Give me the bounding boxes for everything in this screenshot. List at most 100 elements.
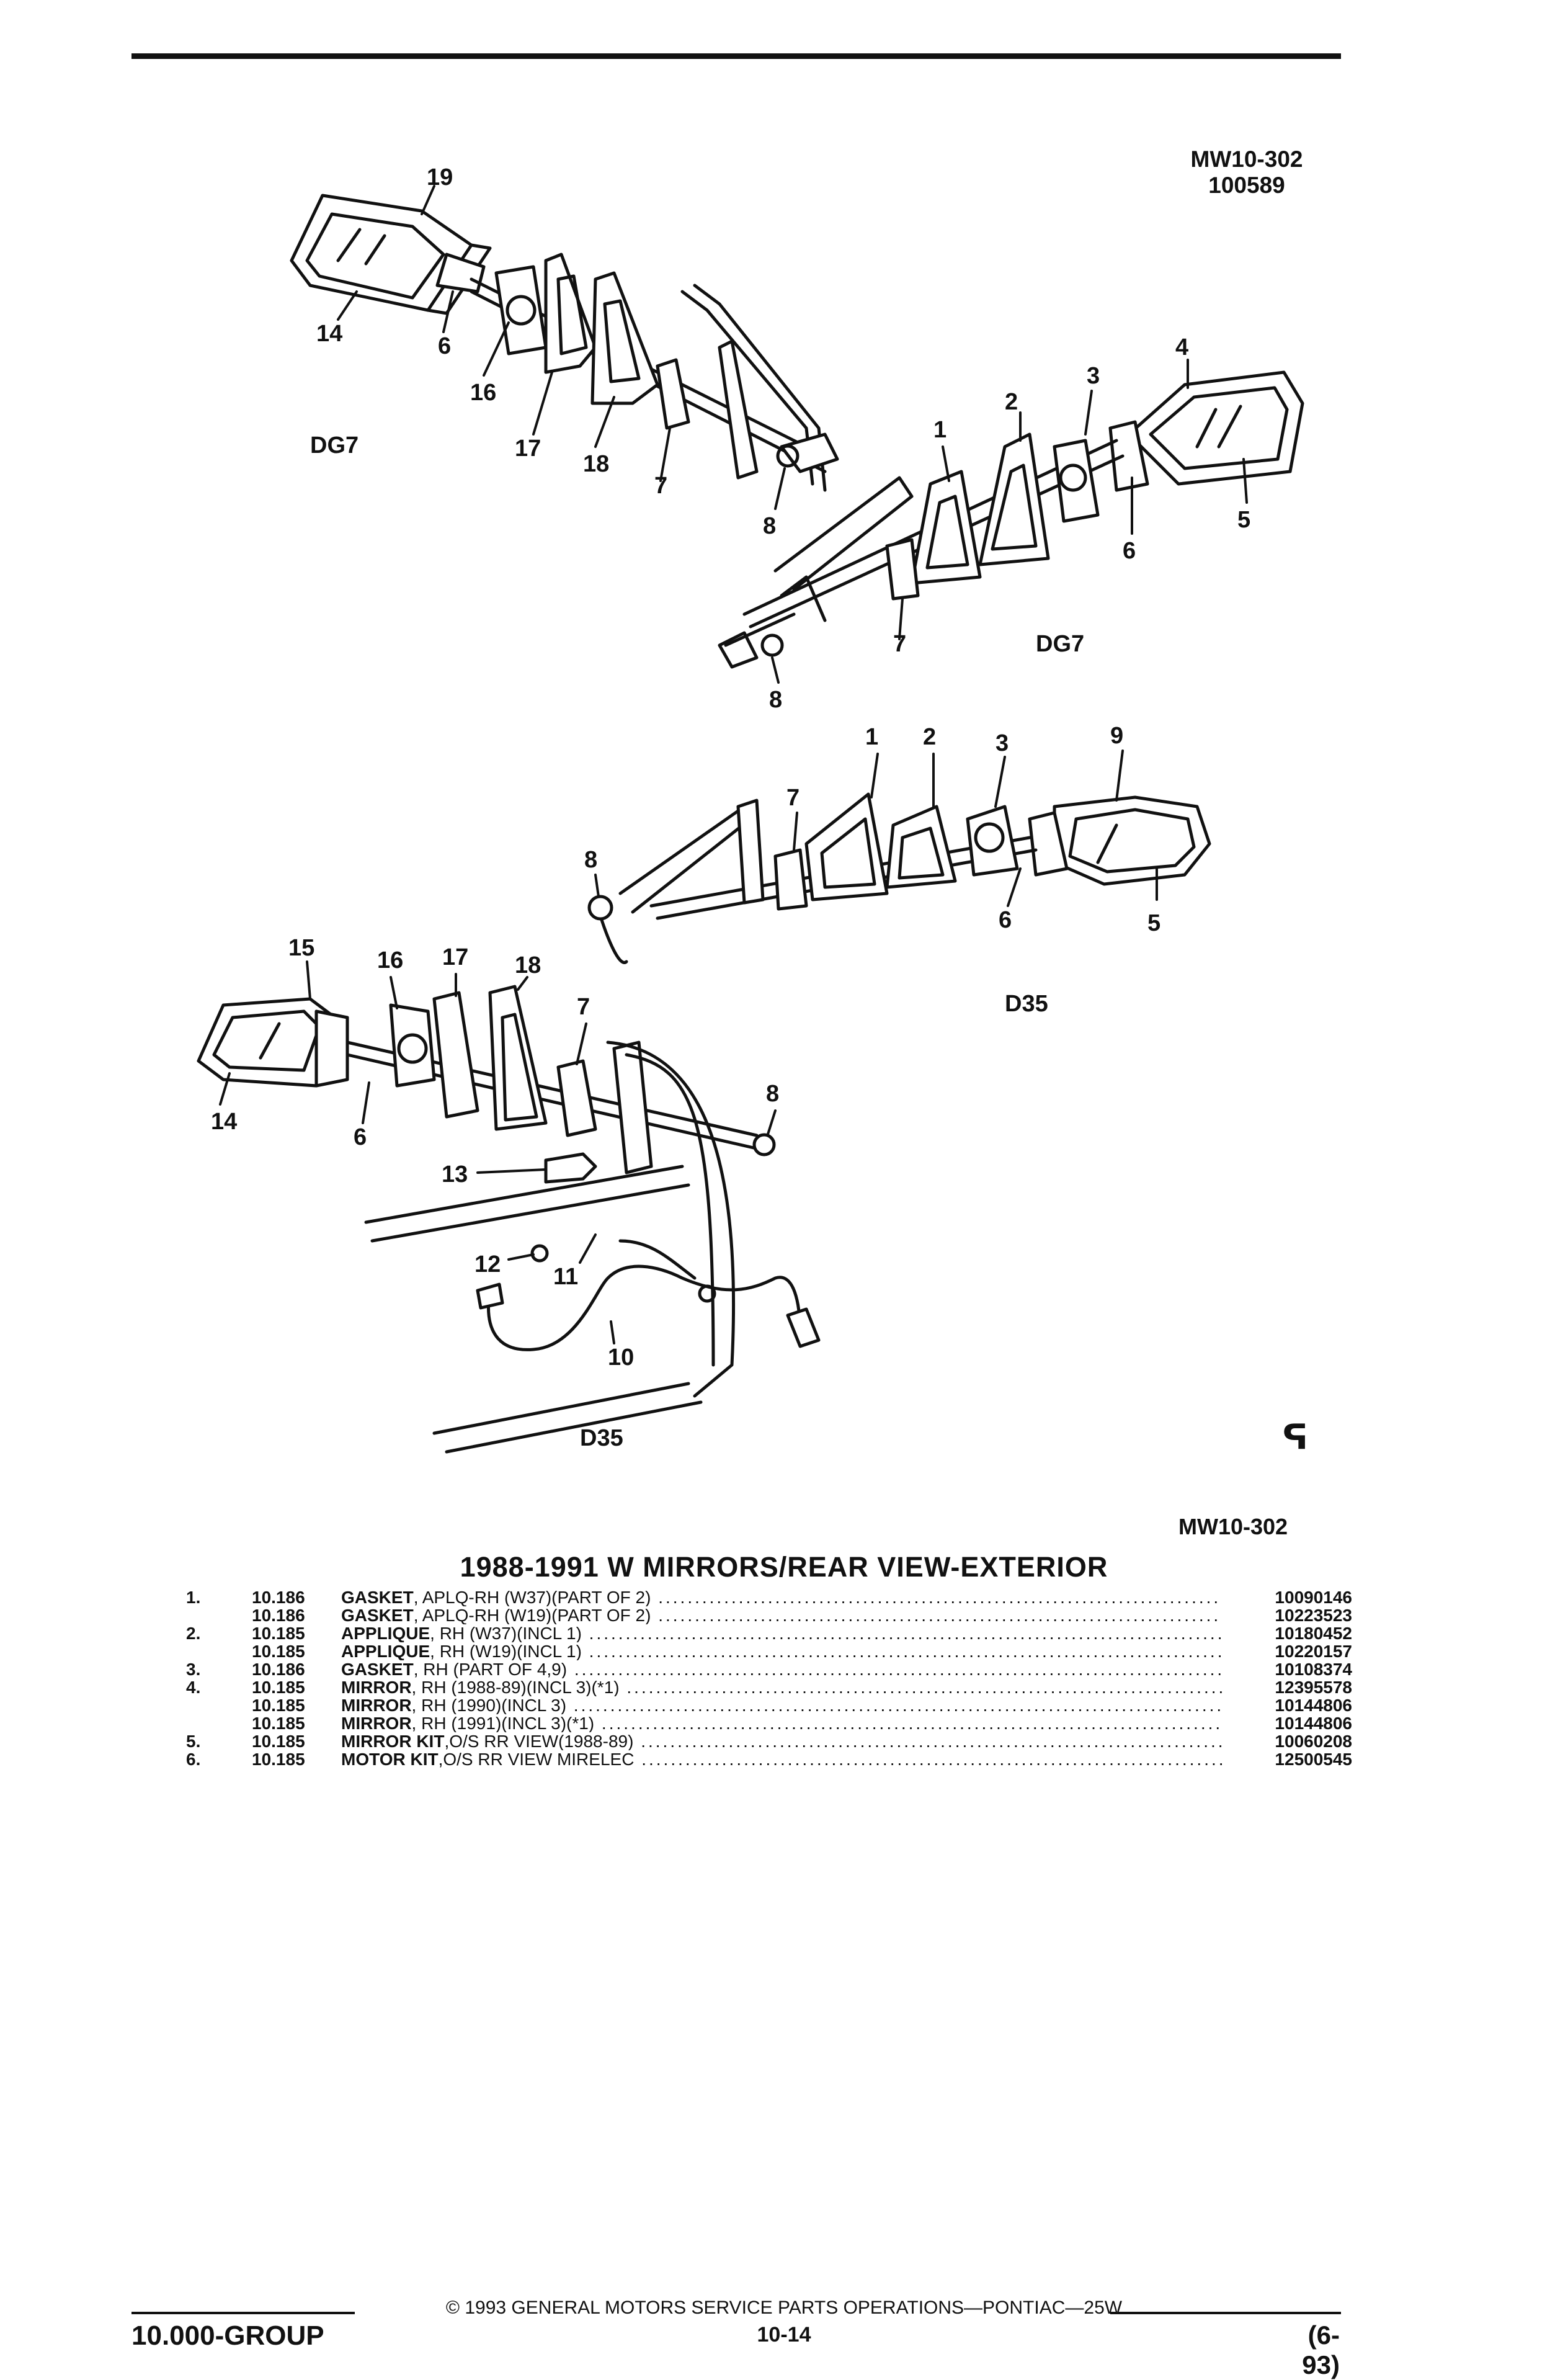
part-row: 10.185 MIRROR, RH (1990)(INCL 3) ........… bbox=[186, 1696, 1352, 1714]
part-number: 10090146 bbox=[1275, 1588, 1352, 1607]
part-detail: , RH (W19)(INCL 1) bbox=[430, 1642, 582, 1660]
part-item-number: 2. bbox=[186, 1624, 201, 1643]
part-group-code: 10.186 bbox=[252, 1660, 305, 1679]
part-number: 10108374 bbox=[1275, 1660, 1352, 1679]
callout-16: 16 bbox=[470, 380, 496, 406]
top-rule bbox=[131, 53, 1341, 59]
callout-15: 15 bbox=[288, 935, 314, 961]
part-group-code: 10.185 bbox=[252, 1642, 305, 1661]
part-detail: ,O/S RR VIEW MIRELEC bbox=[438, 1750, 635, 1768]
part-number: 10220157 bbox=[1275, 1642, 1352, 1661]
callout-1: 1 bbox=[933, 417, 947, 443]
part-group-code: 10.185 bbox=[252, 1678, 305, 1697]
part-name: GASKET bbox=[341, 1660, 414, 1678]
callout-6: 6 bbox=[999, 907, 1012, 933]
part-detail: , RH (PART OF 4,9) bbox=[413, 1660, 568, 1678]
figure-bottom-code: MW10-302 bbox=[1178, 1514, 1288, 1539]
part-name: MIRROR KIT bbox=[341, 1732, 445, 1750]
part-detail: , RH (W37)(INCL 1) bbox=[430, 1624, 582, 1642]
part-description: APPLIQUE, RH (W19)(INCL 1) .............… bbox=[341, 1642, 1222, 1660]
callout-8: 8 bbox=[584, 847, 597, 873]
callout-17: 17 bbox=[442, 944, 468, 970]
part-detail: , APLQ-RH (W37)(PART OF 2) bbox=[413, 1588, 651, 1606]
part-number: 10060208 bbox=[1275, 1732, 1352, 1751]
part-item-number: 1. bbox=[186, 1588, 201, 1607]
part-name: MIRROR bbox=[341, 1714, 412, 1732]
footer-date: (6-93) bbox=[1302, 2320, 1340, 2379]
part-detail: , RH (1991)(INCL 3)(*1) bbox=[411, 1714, 595, 1732]
callout-7: 7 bbox=[786, 785, 800, 811]
part-row: 1. 10.186 GASKET, APLQ-RH (W37)(PART OF 2)… bbox=[186, 1588, 1352, 1606]
leader-dots: ........................................… bbox=[658, 1606, 1222, 1624]
callout-17: 17 bbox=[515, 436, 541, 462]
callout-11: 11 bbox=[553, 1264, 578, 1290]
assembly-d35-left bbox=[197, 960, 821, 1454]
part-description: GASKET, RH (PART OF 4,9) ...............… bbox=[341, 1660, 1222, 1678]
part-number: 10144806 bbox=[1275, 1714, 1352, 1733]
part-item-number: 4. bbox=[186, 1678, 201, 1697]
part-name: MOTOR KIT bbox=[341, 1750, 439, 1768]
part-group-code: 10.185 bbox=[252, 1696, 305, 1715]
callout-2: 2 bbox=[923, 724, 936, 750]
part-description: MIRROR, RH (1990)(INCL 3) ..............… bbox=[341, 1696, 1222, 1714]
part-group-code: 10.185 bbox=[252, 1714, 305, 1733]
part-group-code: 10.186 bbox=[252, 1606, 305, 1625]
callout-6: 6 bbox=[1123, 538, 1136, 564]
leader-dots: ........................................… bbox=[589, 1624, 1222, 1642]
part-item-number: 6. bbox=[186, 1750, 201, 1769]
part-group-code: 10.186 bbox=[252, 1588, 305, 1607]
view-label-dg7-left: DG7 bbox=[310, 432, 359, 459]
part-group-code: 10.185 bbox=[252, 1750, 305, 1769]
part-description: GASKET, APLQ-RH (W19)(PART OF 2) .......… bbox=[341, 1606, 1222, 1624]
part-row: 10.186 GASKET, APLQ-RH (W19)(PART OF 2) .… bbox=[186, 1606, 1352, 1624]
part-description: MIRROR, RH (1988-89)(INCL 3)(*1) .......… bbox=[341, 1678, 1222, 1696]
callout-3: 3 bbox=[1087, 363, 1100, 389]
view-label-d35-right: D35 bbox=[1005, 991, 1048, 1017]
part-item-number: 5. bbox=[186, 1732, 201, 1751]
leader-dots: ........................................… bbox=[601, 1714, 1222, 1732]
part-description: MIRROR KIT,O/S RR VIEW(1988-89) ........… bbox=[341, 1732, 1222, 1750]
part-row: 3. 10.186 GASKET, RH (PART OF 4,9) .......… bbox=[186, 1660, 1352, 1678]
part-name: MIRROR bbox=[341, 1696, 412, 1714]
part-description: MIRROR, RH (1991)(INCL 3)(*1) ..........… bbox=[341, 1714, 1222, 1732]
part-number: 10144806 bbox=[1275, 1696, 1352, 1715]
figure-date-code: 100589 bbox=[1208, 172, 1285, 198]
callout-7: 7 bbox=[577, 994, 590, 1020]
callout-7: 7 bbox=[893, 631, 906, 657]
leader-dots: ........................................… bbox=[574, 1660, 1222, 1678]
leader-dots: ........................................… bbox=[626, 1678, 1222, 1696]
part-detail: ,O/S RR VIEW(1988-89) bbox=[444, 1732, 634, 1750]
callout-4: 4 bbox=[1175, 334, 1188, 360]
leader-dots: ........................................… bbox=[641, 1750, 1222, 1768]
part-row: 5. 10.185 MIRROR KIT,O/S RR VIEW(1988-89) … bbox=[186, 1732, 1352, 1750]
callout-10: 10 bbox=[608, 1344, 634, 1371]
part-item-number: 3. bbox=[186, 1660, 201, 1679]
callout-16: 16 bbox=[377, 947, 403, 973]
part-number: 12395578 bbox=[1275, 1678, 1352, 1697]
callout-7: 7 bbox=[654, 473, 667, 499]
callout-3: 3 bbox=[996, 730, 1009, 756]
part-name: APPLIQUE bbox=[341, 1624, 430, 1642]
part-detail: , RH (1990)(INCL 3) bbox=[411, 1696, 567, 1714]
part-description: MOTOR KIT,O/S RR VIEW MIRELEC ..........… bbox=[341, 1750, 1222, 1768]
part-row: 10.185 APPLIQUE, RH (W19)(INCL 1) .......… bbox=[186, 1642, 1352, 1660]
callout-19: 19 bbox=[427, 164, 453, 190]
assembly-dg7-right bbox=[718, 359, 1304, 684]
part-number: 10223523 bbox=[1275, 1606, 1352, 1625]
part-number: 10180452 bbox=[1275, 1624, 1352, 1643]
callout-13: 13 bbox=[442, 1161, 468, 1188]
callout-5: 5 bbox=[1147, 910, 1160, 936]
part-row: 6. 10.185 MOTOR KIT,O/S RR VIEW MIRELEC ..… bbox=[186, 1750, 1352, 1768]
part-row: 4. 10.185 MIRROR, RH (1988-89)(INCL 3)(*1)… bbox=[186, 1678, 1352, 1696]
callout-18: 18 bbox=[515, 952, 541, 978]
callout-8: 8 bbox=[769, 687, 782, 713]
part-name: GASKET bbox=[341, 1588, 414, 1606]
part-detail: , RH (1988-89)(INCL 3)(*1) bbox=[411, 1678, 620, 1696]
trademark-glyph: ᕋ bbox=[1283, 1417, 1308, 1456]
view-label-d35-left: D35 bbox=[580, 1425, 623, 1451]
callout-1: 1 bbox=[865, 724, 878, 750]
part-group-code: 10.185 bbox=[252, 1732, 305, 1751]
part-name: GASKET bbox=[341, 1606, 414, 1624]
